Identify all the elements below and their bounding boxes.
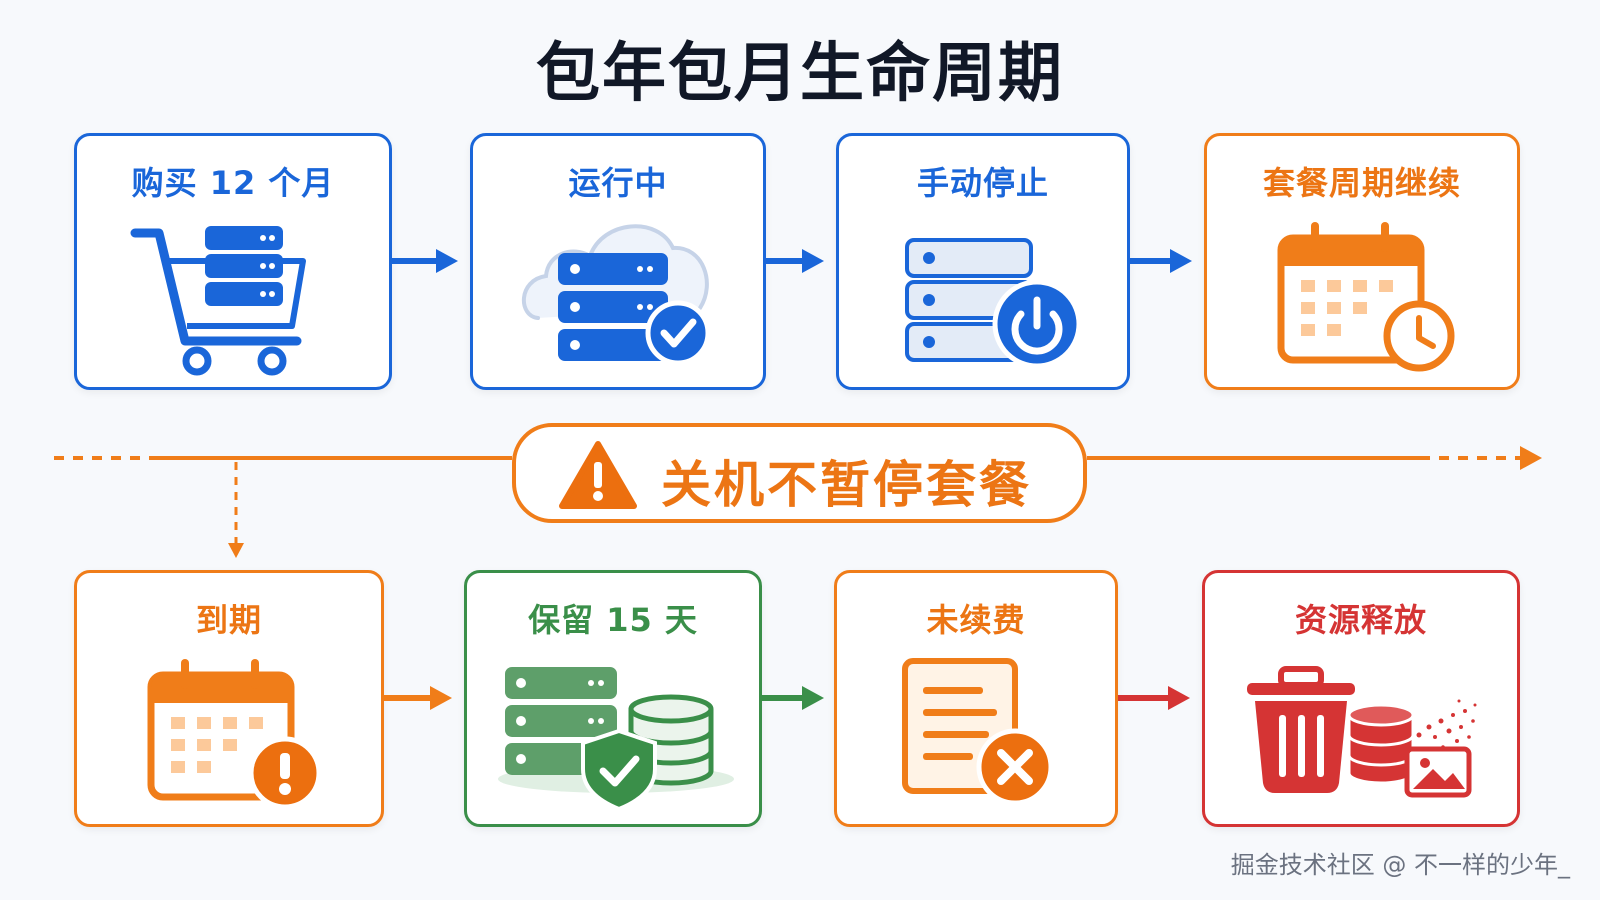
page-title: 包年包月生命周期 [536, 37, 1064, 111]
card-expired: 到期 [74, 570, 384, 827]
card-label: 未续费 [926, 601, 1026, 639]
arrow-right-icon [384, 686, 452, 710]
warning-icon [559, 441, 637, 509]
shopping-cart-server-icon [130, 226, 306, 376]
calendar-clock-icon [1277, 222, 1455, 372]
timeline-arrowhead [1520, 446, 1542, 470]
arrow-right-icon [762, 686, 824, 710]
arrow-right-icon [1118, 686, 1190, 710]
server-database-shield-icon [498, 667, 734, 812]
warning-banner: 关机不暂停套餐 [512, 423, 1087, 523]
card-cycle-continues: 套餐周期继续 [1204, 133, 1520, 390]
trash-release-icon [1247, 666, 1477, 798]
watermark: 掘金技术社区 @ 不一样的少年_ [1230, 851, 1570, 879]
arrow-right-icon [1130, 249, 1192, 273]
card-resource-release: 资源释放 [1202, 570, 1520, 827]
arrow-right-icon [766, 249, 824, 273]
card-running: 运行中 [470, 133, 766, 390]
card-retain-15-days: 保留 15 天 [464, 570, 762, 827]
card-label: 保留 15 天 [528, 601, 698, 639]
card-label: 套餐周期继续 [1262, 164, 1461, 202]
card-manual-stop: 手动停止 [836, 133, 1130, 390]
card-not-renewed: 未续费 [834, 570, 1118, 827]
card-purchase: 购买 12 个月 [74, 133, 392, 390]
card-label: 运行中 [568, 164, 668, 202]
card-label: 手动停止 [916, 164, 1049, 202]
calendar-alert-icon [147, 659, 322, 810]
card-label: 资源释放 [1294, 601, 1427, 639]
arrow-right-icon [392, 249, 458, 273]
expiry-connector-arrowhead [228, 543, 244, 558]
card-label: 购买 12 个月 [131, 164, 335, 202]
server-power-icon [905, 238, 1082, 369]
cloud-server-check-icon [522, 224, 711, 366]
document-cancel-icon [902, 658, 1054, 806]
banner-text: 关机不暂停套餐 [661, 456, 1032, 514]
card-label: 到期 [195, 601, 262, 639]
